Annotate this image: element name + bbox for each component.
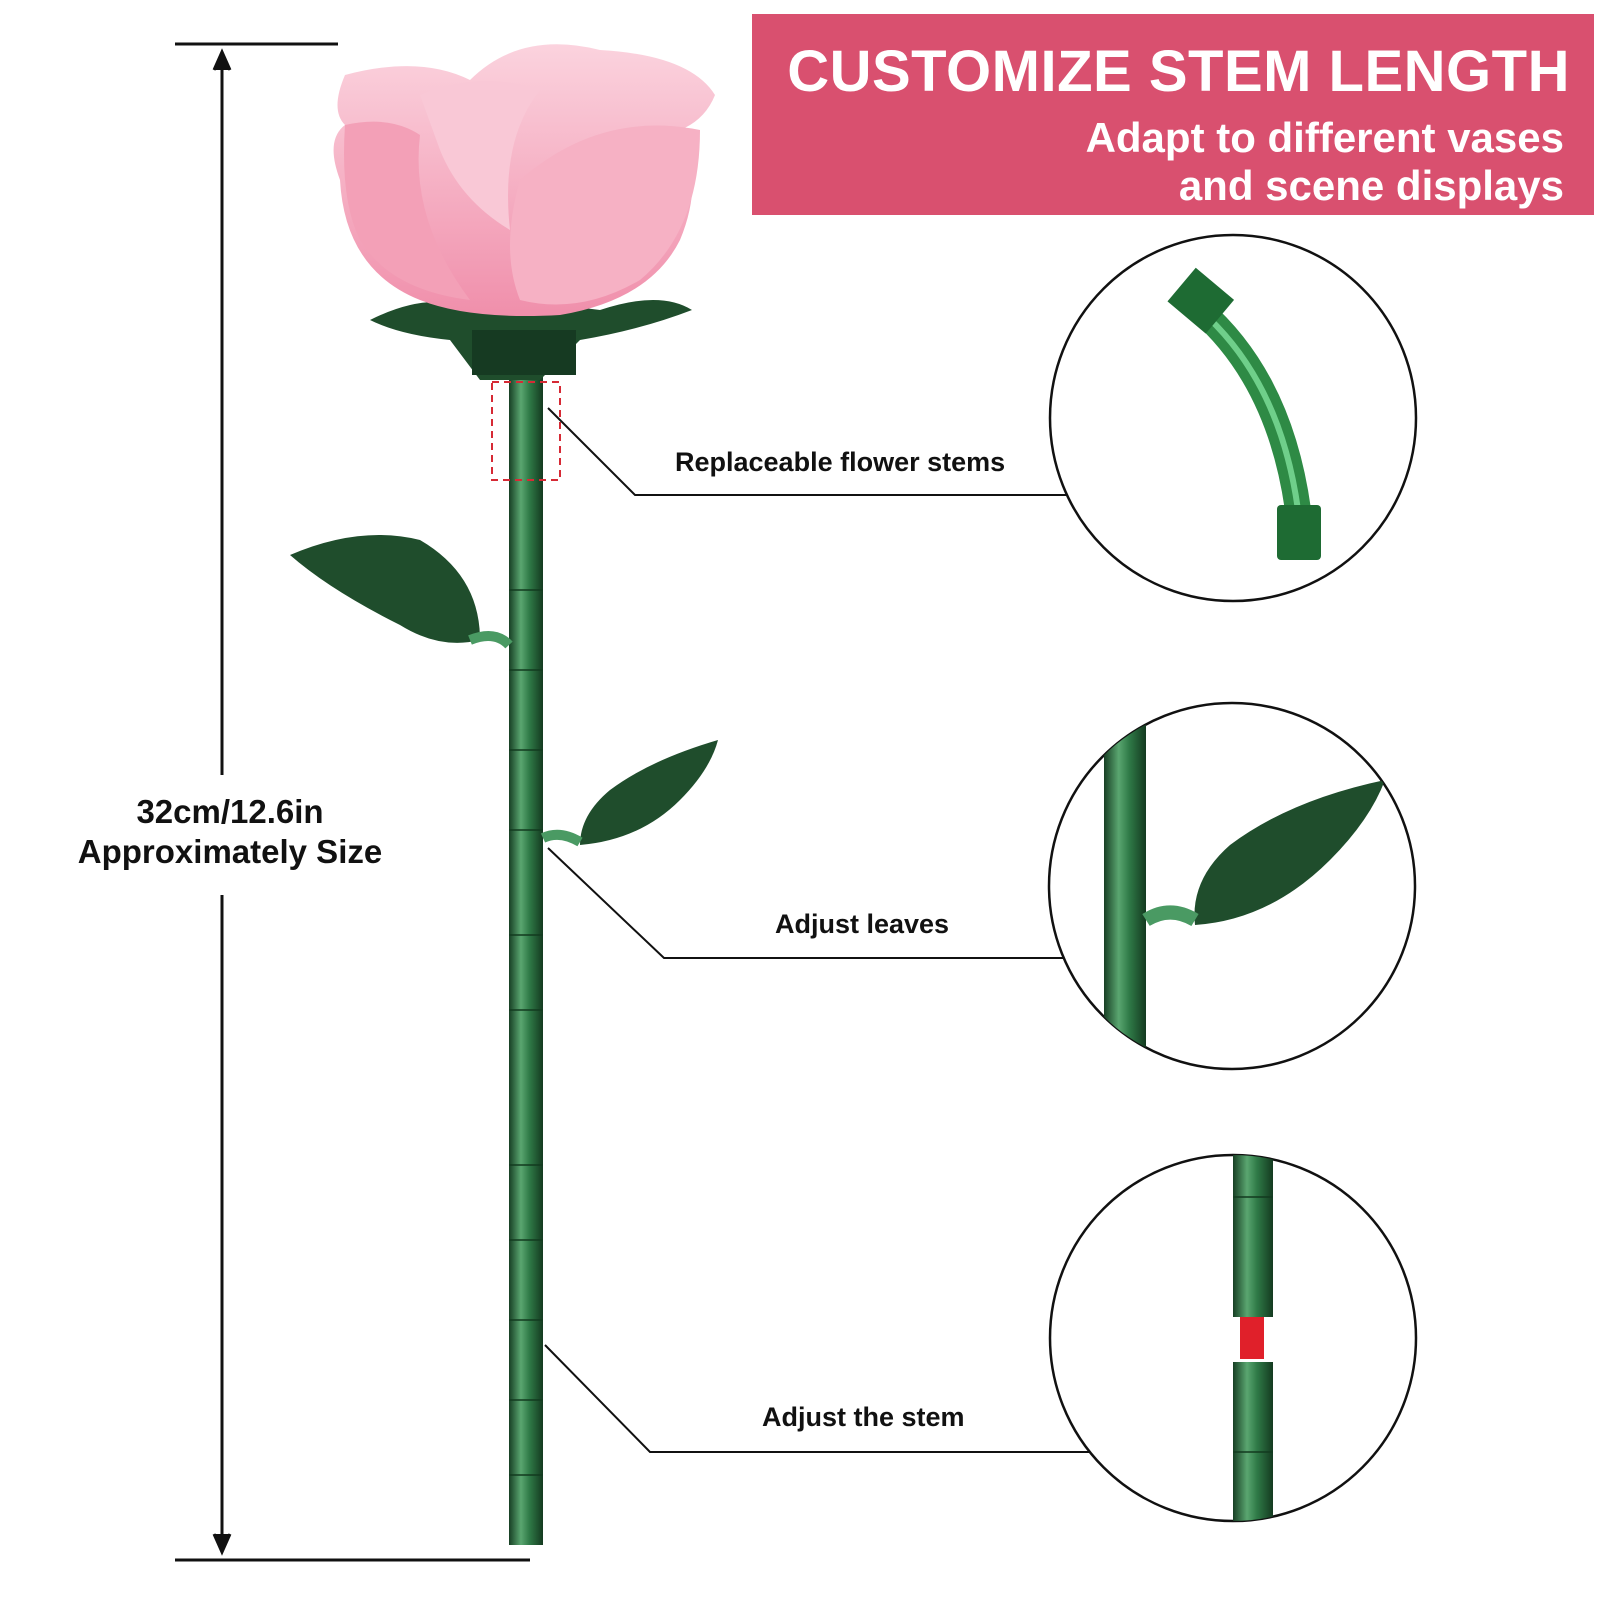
- banner-subtitle-line2: and scene displays: [1178, 162, 1564, 209]
- size-label: 32cm/12.6in Approximately Size: [60, 792, 400, 872]
- rose-flower: [333, 44, 715, 317]
- callout-lines: [544, 407, 1100, 1453]
- detail-circle-adjust-leaves: [1047, 701, 1417, 1071]
- callout-adjust-stem: Adjust the stem: [762, 1402, 965, 1432]
- detail-circle-replaceable-stem: [1048, 233, 1418, 603]
- banner-subtitle: Adapt to different vases and scene displ…: [1086, 114, 1564, 210]
- stem: [509, 370, 543, 1545]
- detail-circle-adjust-stem: [1048, 1153, 1418, 1523]
- banner-title: CUSTOMIZE STEM LENGTH: [787, 39, 1570, 104]
- red-connector: [1240, 1317, 1264, 1359]
- size-measurement: 32cm/12.6in: [136, 793, 324, 830]
- callout-adjust-leaves: Adjust leaves: [775, 909, 950, 939]
- upper-leaf: [290, 535, 480, 643]
- banner-subtitle-line1: Adapt to different vases: [1085, 114, 1564, 161]
- callout-replaceable-stems: Replaceable flower stems: [675, 447, 1006, 477]
- size-caption: Approximately Size: [77, 833, 383, 870]
- dimension-indicator: [175, 42, 530, 1562]
- feature-banner: CUSTOMIZE STEM LENGTH Adapt to different…: [752, 14, 1594, 215]
- stem-joint-highlight: [491, 381, 561, 481]
- lower-leaf: [580, 740, 718, 845]
